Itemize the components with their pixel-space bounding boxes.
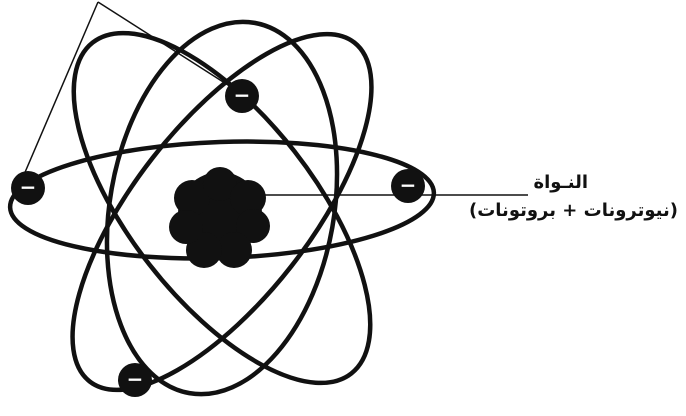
electron-bottom: −: [118, 363, 152, 397]
pointer-line-top: [98, 2, 242, 94]
electron-symbol: −: [20, 175, 37, 199]
nucleus-composition-label: (نيوترونات + بروتونات): [469, 200, 678, 221]
electron-symbol: −: [234, 83, 251, 107]
electron-symbol: −: [400, 173, 417, 197]
nucleus: [169, 167, 270, 268]
electron-right: −: [391, 169, 425, 203]
electron-symbol: −: [127, 367, 144, 391]
electron-left: −: [11, 171, 45, 205]
nucleus-label: النـواة: [533, 172, 588, 193]
electron-top: −: [225, 79, 259, 113]
